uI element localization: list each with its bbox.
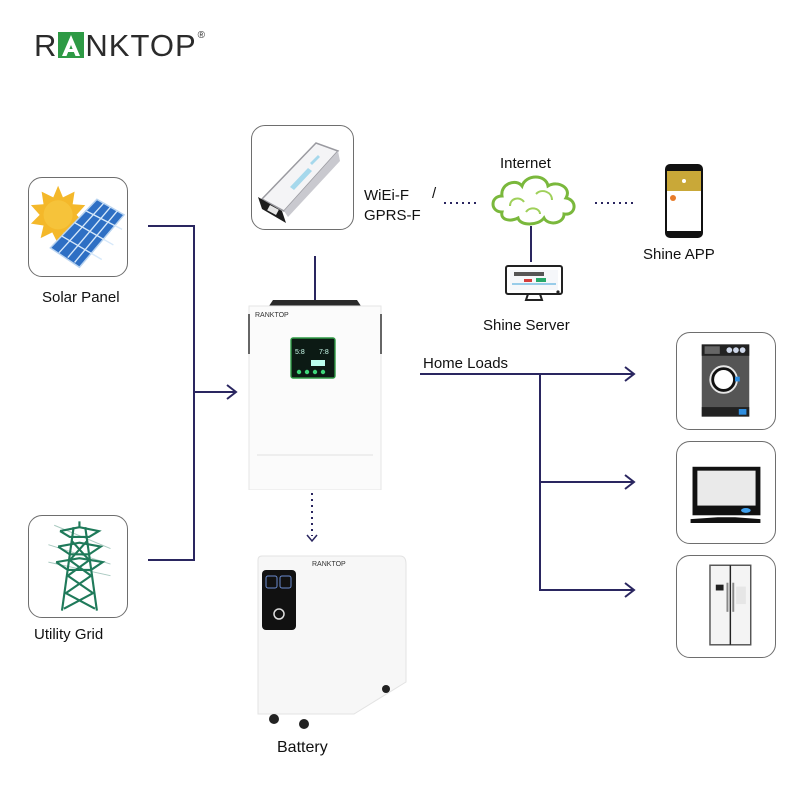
washing-machine-box	[676, 332, 776, 430]
inverter-logo: RANKTOP	[255, 312, 289, 319]
load-arrowhead-2	[624, 474, 636, 490]
television-box	[676, 441, 776, 544]
home-loads-label: Home Loads	[423, 355, 509, 372]
cloud-icon	[491, 175, 576, 226]
svg-text:5:8: 5:8	[295, 349, 305, 356]
shine-app-label: Shine APP	[643, 246, 715, 263]
brand-logo: R NKTOP®	[34, 28, 206, 64]
wifi-module-box	[251, 125, 354, 230]
television-icon	[690, 466, 761, 524]
input-arrowhead	[226, 384, 238, 400]
battery-cabinet-icon	[257, 555, 407, 729]
utility-grid-label: Utility Grid	[34, 626, 104, 643]
transmission-tower-icon	[48, 521, 111, 611]
washing-machine-icon	[701, 344, 750, 417]
load-arrowhead-1	[624, 366, 636, 382]
module-separator: /	[432, 185, 437, 202]
refrigerator-box	[676, 555, 776, 658]
hybrid-inverter: 5:8 7:8 RANKTOP	[245, 300, 385, 491]
svg-text:7:8: 7:8	[319, 349, 329, 356]
logo-a-mark	[58, 32, 85, 58]
battery-logo: RANKTOP	[312, 561, 346, 568]
logo-letter-r: R	[34, 28, 58, 63]
utility-grid-box	[28, 515, 128, 618]
battery-arrowhead	[306, 534, 318, 543]
load-branch	[539, 374, 633, 591]
logo-letters: NKTOP	[85, 28, 197, 63]
load-arrowhead-3	[624, 582, 636, 598]
solar-connector	[148, 225, 195, 561]
refrigerator-icon	[709, 564, 752, 646]
server-monitor-icon	[505, 265, 563, 301]
solar-panel-box	[28, 177, 128, 277]
wifi-module-icon	[258, 142, 340, 223]
battery-cabinet: RANKTOP	[254, 554, 410, 730]
registered-mark: ®	[197, 30, 206, 41]
solar-panel-label: Solar Panel	[42, 289, 120, 306]
internet-label: Internet	[500, 155, 551, 172]
battery-label: Battery	[277, 739, 328, 756]
solar-panel-icon	[30, 185, 126, 269]
smartphone-icon	[665, 164, 703, 238]
module-label-gprs: GPRS-F	[364, 207, 421, 224]
module-label-wifi: WiEi-F	[364, 187, 409, 204]
shine-server-label: Shine Server	[483, 317, 570, 334]
hybrid-inverter-icon: 5:8 7:8	[248, 300, 382, 491]
